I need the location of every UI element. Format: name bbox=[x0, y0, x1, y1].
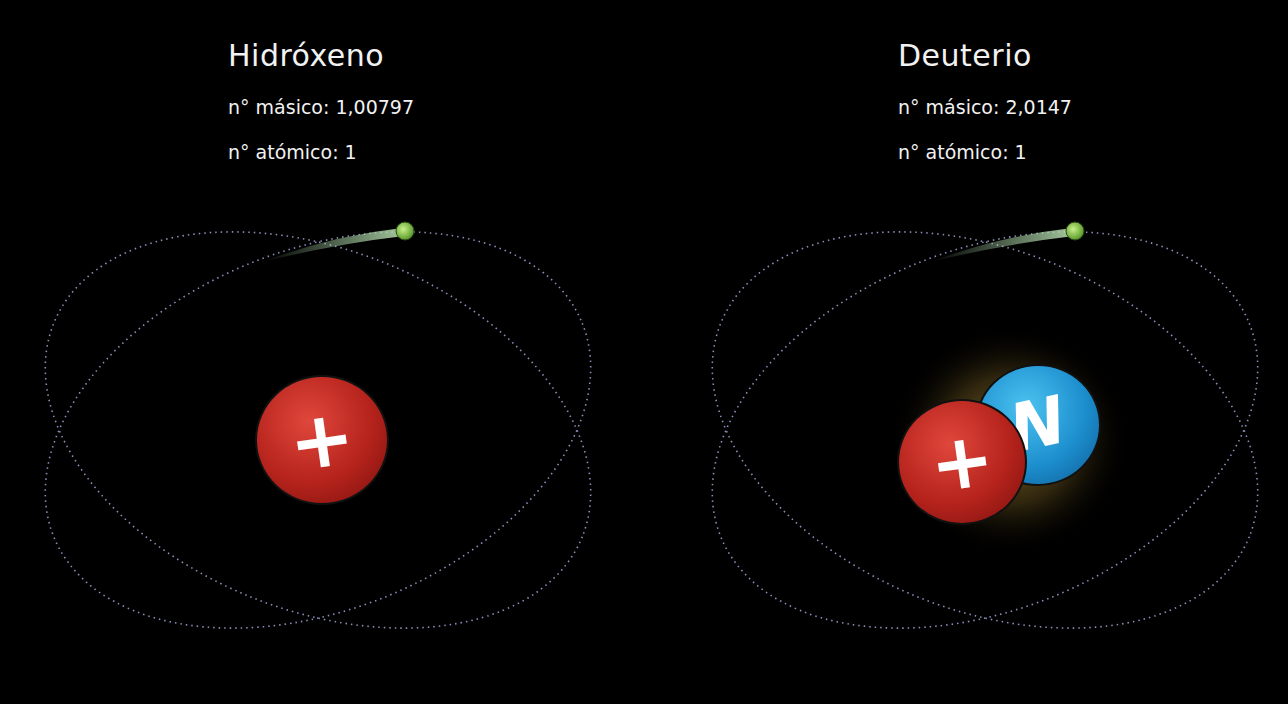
atomic-number: n° atómico: 1 bbox=[228, 141, 357, 163]
electron bbox=[930, 222, 1084, 262]
proton-symbol: + bbox=[284, 397, 360, 483]
nucleus-glow bbox=[890, 325, 1130, 555]
electron bbox=[262, 222, 414, 262]
proton-symbol: + bbox=[925, 420, 999, 504]
mass-number: n° másico: 2,0147 bbox=[898, 96, 1072, 118]
proton: + bbox=[255, 375, 389, 505]
atom-name: Hidróxeno bbox=[228, 38, 384, 73]
atom-name: Deuterio bbox=[898, 38, 1032, 73]
mass-number: n° másico: 1,00797 bbox=[228, 96, 414, 118]
proton: + bbox=[897, 399, 1027, 525]
atomic-number: n° atómico: 1 bbox=[898, 141, 1027, 163]
orbits bbox=[0, 156, 1288, 703]
